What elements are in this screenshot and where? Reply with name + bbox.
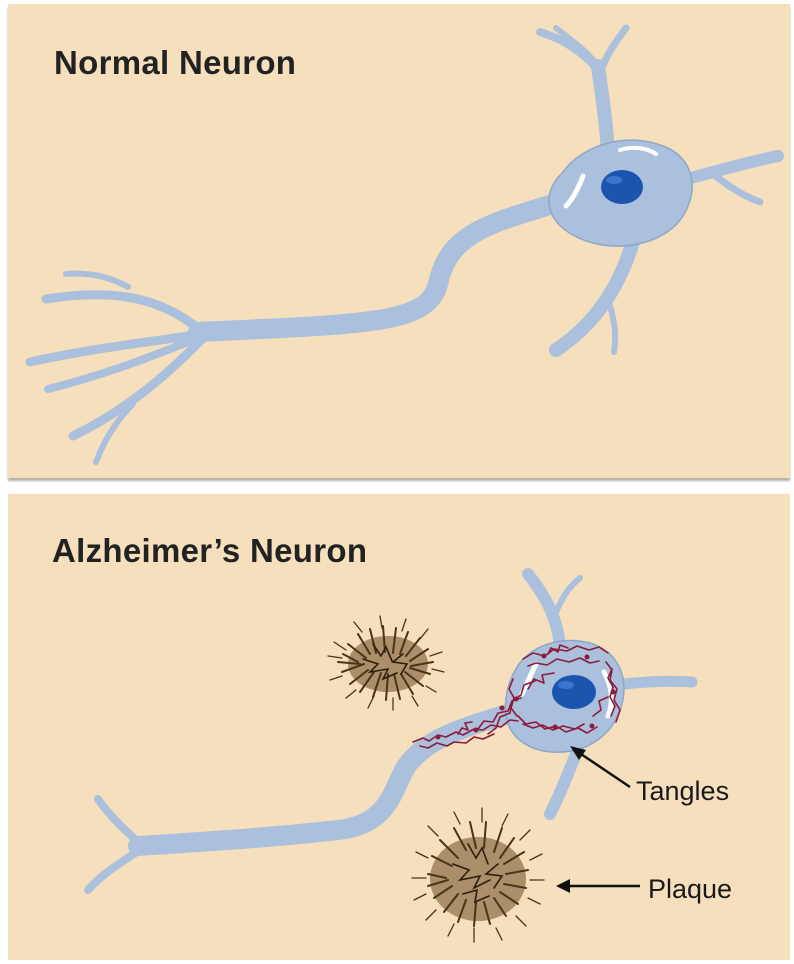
normal-neuron: [30, 28, 778, 462]
plaque-cluster-upper: [328, 616, 444, 710]
normal-axon: [30, 204, 553, 462]
plaque-pointer-arrow: [556, 879, 640, 893]
normal-nucleus-shine: [606, 176, 622, 184]
tangles-pointer-arrow: [570, 746, 630, 787]
alzheimers-neuron: [88, 574, 692, 890]
tangles-label: Tangles: [636, 776, 729, 807]
alzheimers-nucleus: [552, 675, 596, 709]
plaque-cluster-lower: [412, 808, 544, 942]
alzheimers-nucleus-shine: [558, 681, 574, 689]
plaque-label: Plaque: [648, 874, 732, 905]
normal-neuron-illustration: [8, 4, 790, 478]
normal-nucleus: [601, 170, 643, 204]
normal-neuron-panel: Normal Neuron: [8, 4, 790, 478]
alzheimers-neuron-panel: Alzheimer’s Neuron: [8, 494, 790, 960]
